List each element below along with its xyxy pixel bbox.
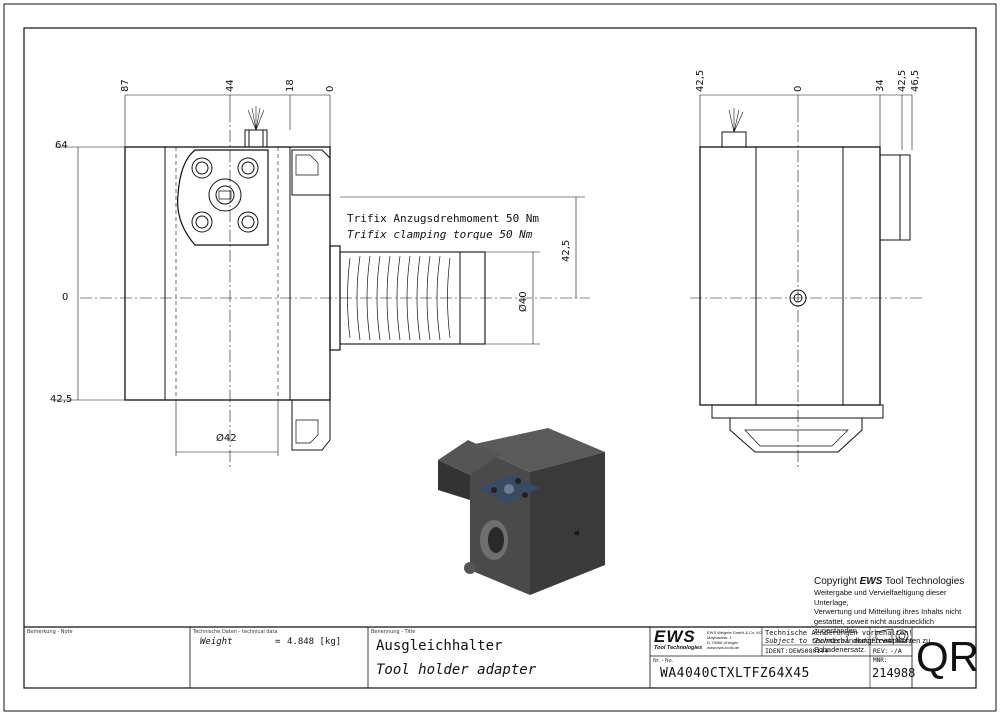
dim-44: 44	[225, 79, 236, 92]
side-view	[690, 108, 925, 470]
dim-0-top: 0	[325, 85, 336, 92]
change-note-en: Subject to technical modifications!	[765, 637, 913, 645]
dim-dia-40: Ø40	[518, 291, 529, 312]
copyright-line: Verwertung und Mitteilung ihres Inhalts …	[814, 607, 962, 616]
rev-label: REV:	[873, 647, 889, 655]
company-address: EWS Weigele GmbH & Co. KG Maybachstr. 1 …	[707, 630, 763, 650]
tech-data-label: Technische Daten - technical data	[193, 629, 278, 635]
title-label: Benennung - Title	[371, 629, 416, 635]
side-dimensions	[699, 94, 913, 150]
mnr-label: MNR:	[873, 657, 888, 664]
torque-note-de: Trifix Anzugsdrehmoment 50 Nm	[347, 212, 540, 225]
dim-42-5-left: 42,5	[50, 394, 73, 405]
part-number: WA4040CTXLTFZ64X45	[660, 666, 810, 681]
ews-logo: EWS Tool Technologies	[654, 627, 703, 651]
rev-value: -/A	[890, 647, 902, 655]
outer-frame	[3, 3, 997, 712]
dim-r-42-5-b: 42,5	[897, 69, 908, 92]
dim-87: 87	[120, 79, 131, 92]
inner-frame	[23, 27, 977, 689]
torque-note-en: Trifix clamping torque 50 Nm	[347, 228, 533, 241]
dim-18: 18	[285, 79, 296, 92]
dim-r-0: 0	[793, 85, 804, 92]
mnr-value: 214988	[872, 666, 916, 680]
isometric-render	[438, 428, 605, 595]
front-dimensions	[55, 94, 585, 456]
front-view	[80, 106, 590, 470]
copyright-block: Copyright EWS Tool Technologies Weiterga…	[814, 576, 974, 655]
dim-r-42-5-a: 42,5	[695, 69, 706, 92]
dim-0-left: 0	[62, 292, 69, 303]
qr-code-label: QR	[916, 633, 979, 680]
copyright-line: Zuwiderhandlungen verpflichten zu Schade…	[814, 635, 931, 655]
remark-label: Bemerkung - Note	[27, 629, 73, 635]
weight-label: Weight	[200, 637, 233, 647]
nr-label: Nr. - No.	[653, 658, 674, 664]
dim-r-46-5: 46,5	[910, 69, 921, 92]
change-note-de: Technische Aenderungen vorbehalten!	[765, 629, 913, 637]
title-en: Tool holder adapter	[376, 662, 537, 678]
dim-dia-42: Ø42	[216, 433, 237, 444]
copyright-heading: Copyright EWS Tool Technologies	[814, 576, 965, 587]
dim-64: 64	[55, 140, 68, 151]
copyright-line: Weitergabe und Vervielfaeltigung dieser …	[814, 588, 947, 607]
weight-value: 4.848 [kg]	[287, 637, 342, 647]
ident-value: DEWS080144	[789, 647, 829, 655]
ident-label: IDENT:	[765, 647, 789, 655]
copyright-line: gestattet, soweit nicht ausdruecklich zu…	[814, 616, 935, 636]
dim-r-34: 34	[875, 79, 886, 92]
title-de: Ausgleichhalter	[376, 638, 503, 654]
weight-eq: =	[275, 637, 281, 647]
dim-42-5-vertical: 42,5	[561, 239, 572, 262]
title-block-lines	[24, 626, 976, 688]
